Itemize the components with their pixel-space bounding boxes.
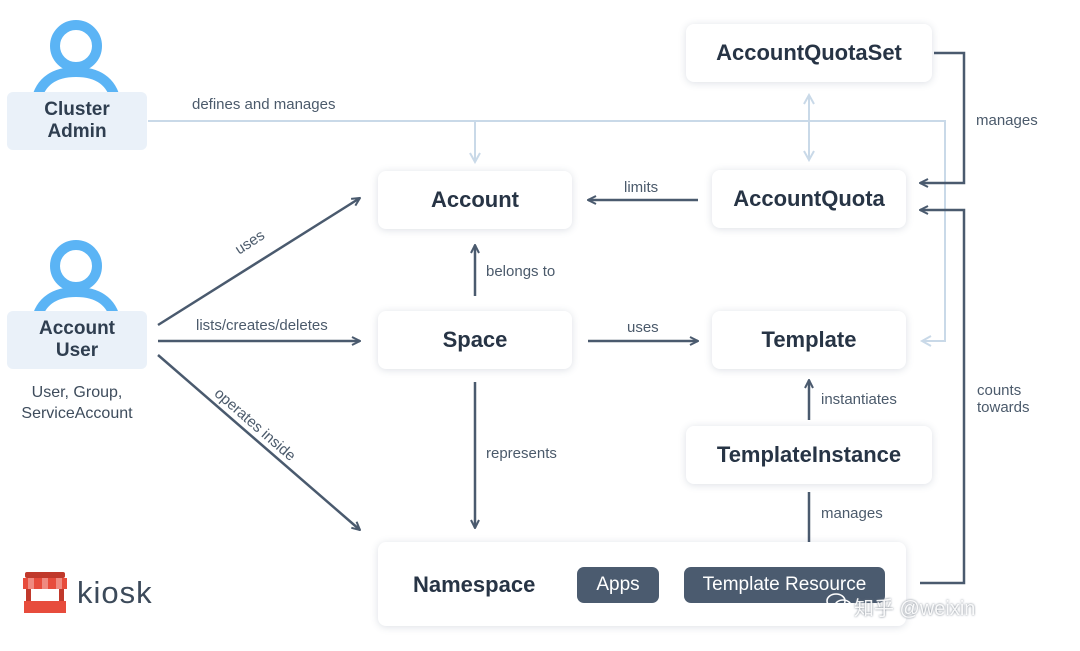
label-belongs-to: belongs to: [486, 263, 556, 280]
label-instantiates: instantiates: [821, 391, 897, 408]
account-user-line1: Account: [39, 318, 115, 339]
node-space: Space: [378, 311, 572, 369]
label-counts-towards-line1: counts: [977, 382, 1022, 399]
node-template-instance: TemplateInstance: [686, 426, 932, 484]
account-user-subtitle-line1: User, Group,: [31, 384, 123, 401]
cluster-admin-person-icon: [31, 20, 121, 104]
apps-chip: Apps: [577, 567, 659, 603]
node-account-quota: AccountQuota: [712, 170, 906, 228]
namespace-label: Namespace: [413, 572, 536, 597]
node-account-quota-set: AccountQuotaSet: [686, 24, 932, 82]
wechat-watermark-icon: [826, 593, 852, 613]
label-manages-quota: manages: [976, 112, 1038, 129]
label-defines-and-manages: defines and manages: [192, 96, 336, 113]
label-uses-template: uses: [627, 319, 659, 336]
label-represents: represents: [486, 445, 557, 462]
brand-name: kiosk: [77, 575, 153, 610]
counts-towards-arrow: [920, 210, 966, 585]
operates-inside-arrow: [157, 354, 360, 530]
defines-and-manages-connector: [148, 95, 946, 341]
account-user-person-icon: [31, 240, 121, 324]
node-template: Template: [712, 311, 906, 369]
account-user-subtitle-line2: ServiceAccount: [21, 405, 133, 422]
node-account: Account: [378, 171, 572, 229]
cluster-admin-line2: Admin: [47, 121, 107, 142]
kiosk-store-logo-icon: [23, 572, 67, 613]
account-user-line2: User: [55, 340, 99, 361]
manages-quota-arrow: [920, 51, 966, 183]
account-user-label: Account User: [7, 311, 147, 369]
uses-account-arrow: [157, 198, 360, 327]
label-manages-instance: manages: [821, 505, 883, 522]
label-limits: limits: [624, 179, 659, 196]
label-counts-towards: counts towards: [977, 382, 1030, 416]
label-lists-creates-deletes: lists/creates/deletes: [196, 317, 328, 334]
watermark-text: 知乎 @weixin: [854, 598, 976, 620]
account-user-subtitle: User, Group, ServiceAccount: [7, 382, 147, 424]
cluster-admin-label: Cluster Admin: [7, 92, 147, 150]
cluster-admin-line1: Cluster: [44, 99, 110, 120]
template-resource-chip: Template Resource: [684, 567, 885, 603]
label-counts-towards-line2: towards: [977, 399, 1030, 416]
